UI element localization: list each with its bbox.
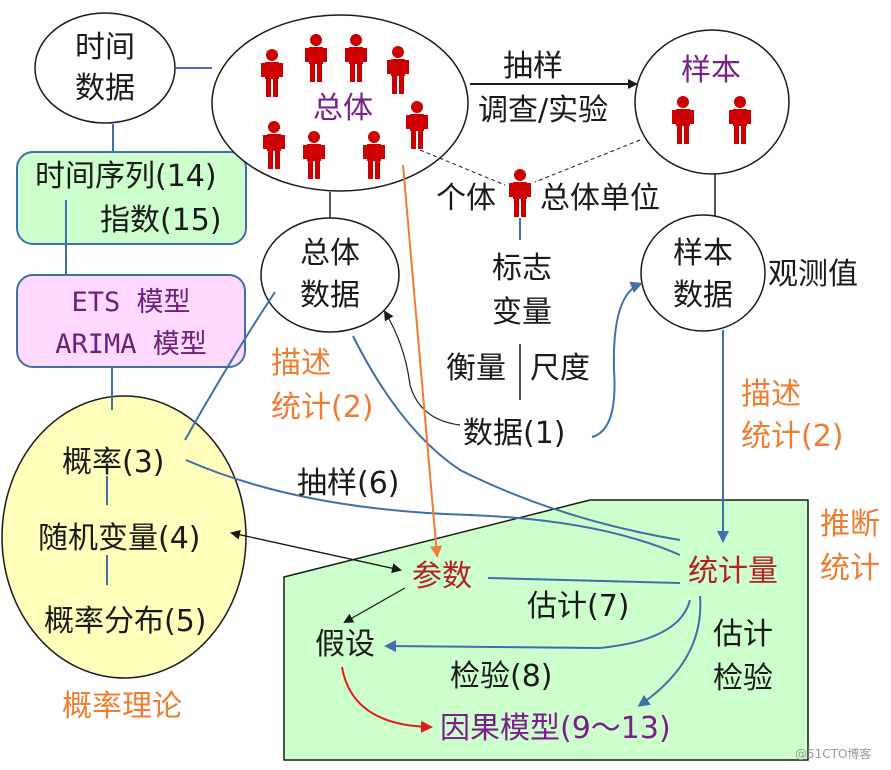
inference-region [283, 499, 809, 761]
data-1-label: 数据(1) [463, 416, 566, 451]
prob-theory-label: 概率理论 [62, 689, 182, 724]
time-data-label-1: 时间 [75, 30, 135, 65]
statistic-label: 统计量 [688, 554, 778, 589]
population-to-parameter-arrow [402, 164, 443, 558]
hypothesis-label: 假设 [315, 627, 375, 662]
time-data-label-2: 数据 [75, 71, 135, 106]
test-8-label: 检验(8) [450, 659, 553, 694]
prob-distribution-label: 概率分布(5) [44, 604, 207, 639]
parameter-label: 参数 [412, 559, 472, 594]
observed-value-label: 观测值 [768, 257, 858, 292]
inference-label-2: 统计 [820, 551, 880, 586]
individual-dashed-right [534, 139, 641, 183]
arima-model-label: ARIMA 模型 [55, 329, 207, 360]
probability-theory-ellipse [1, 395, 247, 679]
scale-label: 尺度 [530, 351, 590, 386]
statistic-to-causal-arrow [637, 595, 702, 707]
estimate-test-label-2: 检验 [713, 661, 773, 696]
sample-label: 样本 [681, 53, 741, 88]
sample-data-label-2: 数据 [673, 278, 733, 313]
index-label: 指数(15) [100, 203, 222, 238]
random-variable-label: 随机变量(4) [38, 521, 201, 556]
desc-stats-right-1: 描述 [741, 377, 801, 412]
estimate-test-label-1: 估计 [713, 617, 773, 652]
time-data-ellipse [34, 12, 176, 124]
pop-data-label-2: 数据 [300, 278, 360, 313]
model-box [16, 274, 246, 368]
individual-person [509, 169, 531, 217]
desc-stats-right-2: 统计(2) [741, 419, 844, 454]
time-series-label: 时间序列(14) [35, 159, 217, 194]
param-to-hypothesis-arrow [343, 587, 406, 623]
desc-stats-left-1: 描述 [271, 346, 331, 381]
population-label: 总体 [313, 91, 373, 126]
individual-label: 个体 [436, 181, 496, 216]
data-to-sample-data-arrow [591, 281, 643, 438]
time-series-box [16, 151, 247, 245]
pop-data-label-1: 总体 [300, 236, 360, 271]
data-to-pop-data-arrow [383, 310, 461, 426]
sample-ellipse [634, 29, 790, 175]
sampling-6-label: 抽样(6) [297, 466, 400, 501]
indicator-label-1: 标志 [492, 251, 552, 286]
measure-label: 衡量 [446, 351, 506, 386]
hypothesis-to-causal-arrow [341, 666, 433, 733]
population-unit-label: 总体单位 [540, 181, 660, 216]
indicator-label-2: 变量 [492, 295, 552, 330]
inference-label-1: 推断 [820, 507, 880, 542]
causal-model-label: 因果模型(9～13) [440, 711, 671, 746]
survey-label: 调查/实验 [478, 93, 609, 128]
statistic-to-hypothesis-arrow [384, 599, 691, 653]
probability-label: 概率(3) [62, 445, 165, 480]
watermark: @51CTO博客 [795, 747, 872, 761]
ets-model-label: ETS 模型 [71, 287, 191, 318]
desc-stats-left-2: 统计(2) [271, 390, 374, 425]
sample-data-ellipse [640, 214, 766, 332]
individual-dashed-left [419, 149, 506, 186]
estimation-7-label: 估计(7) [527, 589, 630, 624]
sample-data-label-1: 样本 [673, 236, 733, 271]
sampling-label: 抽样 [503, 49, 563, 84]
